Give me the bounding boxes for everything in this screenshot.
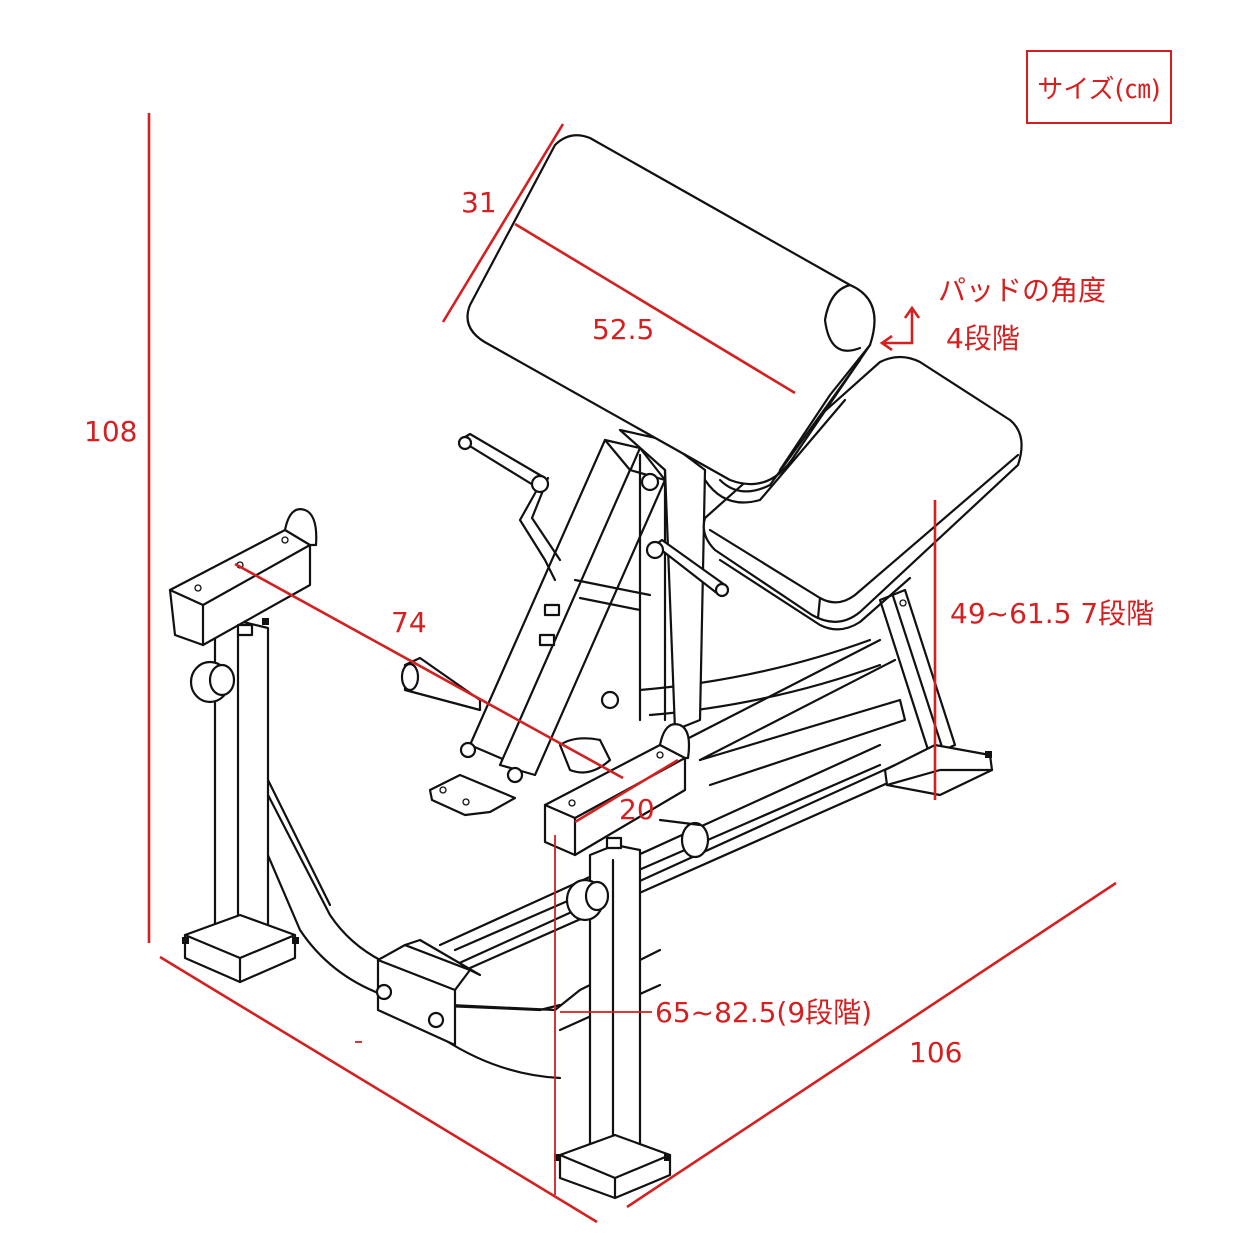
pad-angle-steps-label: 4段階	[946, 322, 1020, 355]
angle-arrow-head-left	[879, 334, 893, 352]
angle-arrow-head-up	[903, 305, 921, 319]
rest-width-label: 20	[619, 793, 655, 826]
handle-spread-label: 74	[391, 606, 427, 639]
preacher-bench	[168, 134, 1023, 1200]
pad-length-line	[514, 222, 796, 395]
dimension-lines	[147, 113, 1117, 1224]
unit-label: サイズ(㎝)	[1037, 74, 1161, 105]
seat-pad	[702, 355, 1023, 631]
angle-arrow	[883, 310, 914, 345]
frame-bracket	[375, 938, 482, 1047]
total-height-label: 108	[84, 415, 137, 448]
rest-width-line	[574, 758, 679, 824]
pad-width-label: 31	[461, 186, 497, 219]
handle-spread-line	[234, 562, 624, 780]
depth-line	[626, 881, 1117, 1209]
seat-height-label: 49~61.5 7段階	[950, 597, 1154, 630]
left-bar-holder	[168, 508, 318, 984]
dimension-labels: 108 31 52.5 74 20 49~61.5 7段階 65~82.5(9段…	[84, 186, 1154, 1069]
base-rail-back	[453, 763, 892, 970]
width-line	[159, 955, 598, 1224]
pad-width-line	[441, 123, 565, 323]
pad-length-label: 52.5	[592, 313, 654, 346]
pad-support-mast	[400, 428, 730, 817]
unit-label-box: サイズ(㎝)	[1026, 50, 1172, 124]
holder-height-label: 65~82.5(9段階)	[655, 996, 872, 1029]
arm-pad	[466, 134, 876, 504]
depth-label: 106	[909, 1036, 962, 1069]
right-bar-holder	[543, 723, 710, 1200]
pad-angle-label: パッドの角度	[938, 274, 1106, 307]
